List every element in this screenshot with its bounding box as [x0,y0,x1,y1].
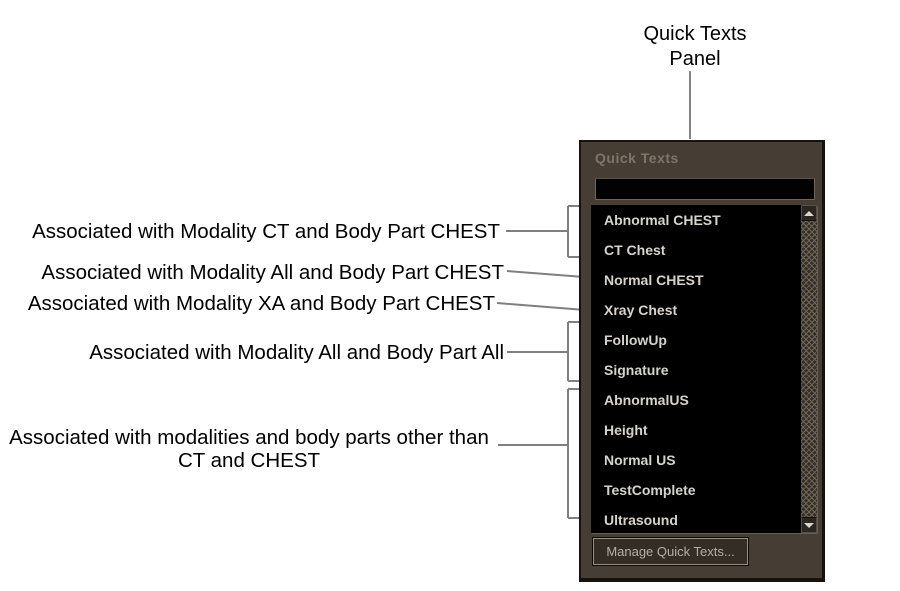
list-item[interactable]: Height [604,422,648,438]
quick-text-search-input[interactable] [595,178,815,200]
callout-line-1: Quick Texts [643,23,747,45]
list-item[interactable]: Xray Chest [604,302,678,318]
bracket-all-all [507,321,582,382]
line-all-chest [506,270,585,278]
list-item[interactable]: Signature [604,362,669,378]
annotation-other-modalities: Associated with modalities and body part… [0,426,498,472]
callout-line-2: Panel [669,48,721,70]
scroll-down-icon [804,522,814,528]
scroll-down-button[interactable] [801,517,817,533]
scroll-up-icon [804,210,814,216]
list-item[interactable]: Normal CHEST [604,272,704,288]
manage-quick-texts-button[interactable]: Manage Quick Texts... [593,538,748,565]
annotation-other-line-1: Associated with modalities and body part… [9,426,489,449]
annotation-modality-all-chest: Associated with Modality All and Body Pa… [41,261,504,284]
list-item[interactable]: CT Chest [604,242,666,258]
annotation-modality-ct-chest: Associated with Modality CT and Body Par… [32,220,500,243]
list-item[interactable]: AbnormalUS [604,392,689,408]
annotation-other-line-2: CT and CHEST [177,449,321,472]
list-scrollbar[interactable] [801,205,817,533]
list-item[interactable]: TestComplete [604,482,696,498]
panel-title: Quick Texts [595,150,679,166]
list-item[interactable]: FollowUp [604,332,667,348]
annotation-modality-xa-chest: Associated with Modality XA and Body Par… [27,292,495,315]
list-item[interactable]: Ultrasound [604,512,678,528]
callout-quick-texts-panel: Quick Texts Panel [605,22,785,72]
bracket-ct-chest [506,205,582,258]
bracket-other [498,388,584,519]
list-item[interactable]: Abnormal CHEST [604,212,721,228]
list-item[interactable]: Normal US [604,452,676,468]
scroll-up-button[interactable] [801,205,817,221]
annotation-modality-all-all: Associated with Modality All and Body Pa… [89,341,504,364]
line-xa-chest [496,302,586,311]
